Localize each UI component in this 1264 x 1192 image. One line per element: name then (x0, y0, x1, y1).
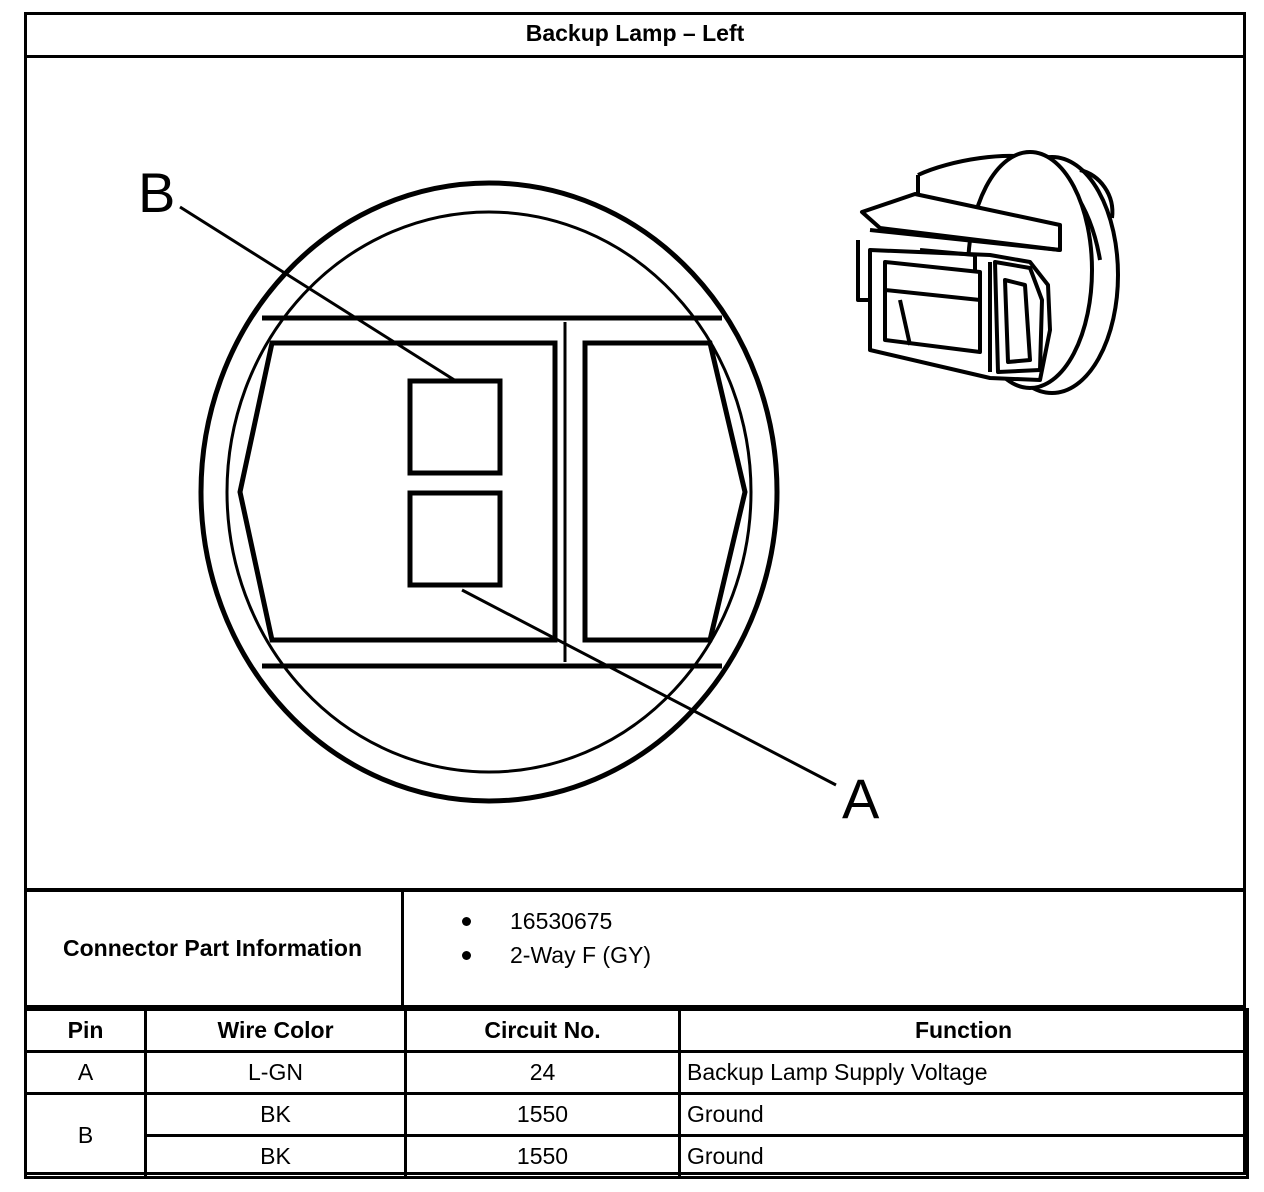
page-title: Backup Lamp – Left (24, 12, 1246, 58)
circuit-cell: 24 (404, 1050, 681, 1095)
header-wire-color: Wire Color (144, 1008, 407, 1053)
table-row: BK 1550 Ground (26, 1134, 1249, 1179)
function-cell: Ground (678, 1092, 1249, 1137)
connector-face-diagram: B A (138, 150, 1120, 830)
part-info-item: 2-Way F (GY) (454, 938, 651, 972)
function-cell: Ground (678, 1134, 1249, 1179)
connector-part-info-list: 16530675 2-Way F (GY) (454, 904, 651, 972)
wire-color-cell: L-GN (144, 1050, 407, 1095)
header-circuit-no: Circuit No. (404, 1008, 681, 1053)
bullet-icon (462, 951, 471, 960)
leader-line-b (179, 205, 457, 383)
callout-a: A (842, 767, 880, 830)
bullet-icon (462, 917, 471, 926)
table-row: B BK 1550 Ground (24, 1092, 1249, 1179)
pin-cell: B (24, 1092, 147, 1179)
table-header-row: Pin Wire Color Circuit No. Function (24, 1008, 1249, 1053)
terminal-b (407, 378, 503, 476)
pin-table: Pin Wire Color Circuit No. Function A L-… (24, 1008, 1249, 1179)
table-row: A L-GN 24 Backup Lamp Supply Voltage (24, 1050, 1249, 1095)
connector-face (198, 180, 780, 804)
connector-type: 2-Way F (GY) (510, 942, 651, 968)
circuit-cell: 1550 (404, 1134, 681, 1179)
part-number: 16530675 (510, 908, 613, 934)
leader-line-a (461, 588, 837, 787)
wire-color-cell: BK (144, 1134, 407, 1179)
pin-cell: A (24, 1050, 147, 1095)
header-pin: Pin (24, 1008, 147, 1053)
terminal-a (407, 490, 503, 588)
wire-color-cell: BK (144, 1092, 407, 1137)
callout-b: B (138, 161, 175, 224)
connector-part-info-label: Connector Part Information (24, 892, 404, 1005)
connector-3d-illustration (856, 150, 1120, 395)
function-cell: Backup Lamp Supply Voltage (678, 1050, 1249, 1095)
header-function: Function (678, 1008, 1249, 1053)
part-info-item: 16530675 (454, 904, 651, 938)
circuit-cell: 1550 (404, 1092, 681, 1137)
connector-part-info-row: Connector Part Information 16530675 2-Wa… (24, 888, 1246, 1008)
